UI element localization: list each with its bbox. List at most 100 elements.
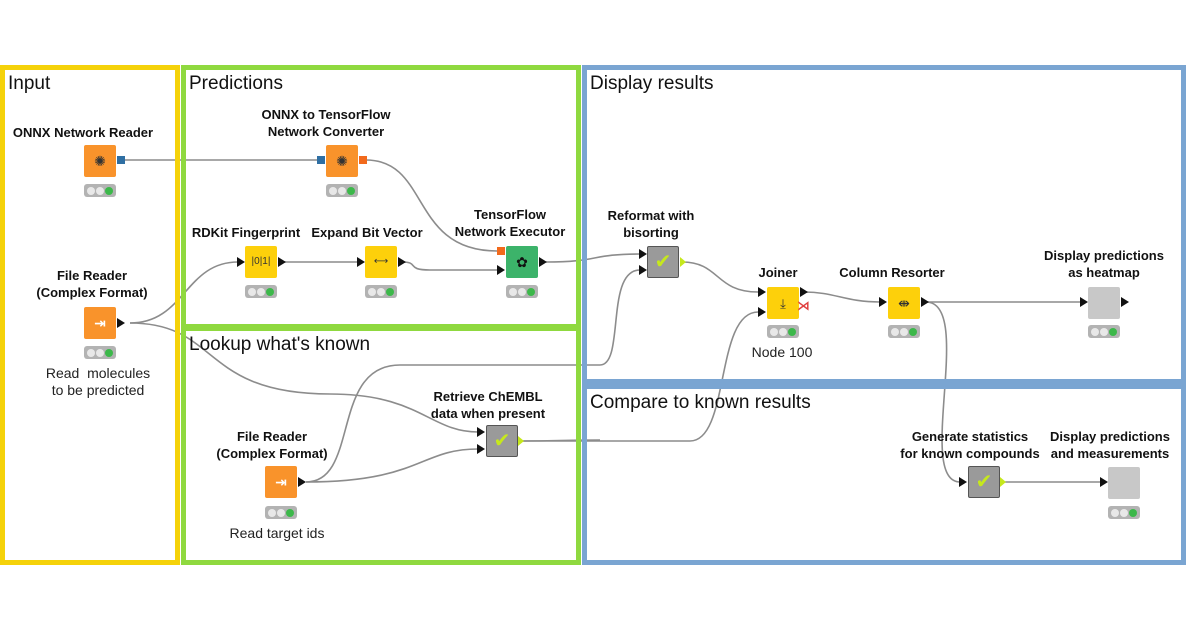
output-port[interactable] xyxy=(1121,297,1129,307)
node-label: Reformat with bisorting xyxy=(607,208,695,240)
input-port-network[interactable] xyxy=(497,247,505,255)
annotation-input[interactable]: Input xyxy=(0,65,180,565)
status-dot xyxy=(95,186,104,195)
input-port[interactable] xyxy=(879,297,887,307)
connection-targets-to-retrieve-chembl[interactable] xyxy=(305,448,479,483)
status-dot xyxy=(909,327,918,336)
connection-targets-to-reformat[interactable] xyxy=(305,269,641,483)
node-icon-box[interactable]: ⤓ xyxy=(767,287,799,319)
input-port[interactable] xyxy=(639,265,647,275)
node-icon-box[interactable]: |0|1| xyxy=(245,246,277,278)
annotation-compare[interactable]: Compare to known results xyxy=(582,384,1186,565)
status-dot xyxy=(247,287,256,296)
connection-retrieve-to-generate-stats[interactable] xyxy=(521,439,601,442)
status-dot xyxy=(276,508,285,517)
output-port[interactable] xyxy=(278,257,286,267)
output-port[interactable] xyxy=(298,477,306,487)
input-port[interactable] xyxy=(959,477,967,487)
node-icon-box[interactable]: ⇼ xyxy=(888,287,920,319)
output-port[interactable] xyxy=(398,257,406,267)
output-port[interactable] xyxy=(1000,477,1006,487)
joiner-icon: ⤓ xyxy=(780,295,786,311)
annotation-title: Input xyxy=(8,73,51,94)
input-port[interactable] xyxy=(357,257,365,267)
connection-executor-to-reformat[interactable] xyxy=(545,253,641,263)
status-dot xyxy=(527,287,536,296)
status-dot xyxy=(256,287,265,296)
status-dot xyxy=(1110,508,1119,517)
status-dot xyxy=(376,287,385,296)
status-traffic-light xyxy=(265,506,297,519)
bit-vector-icon: ⟷ xyxy=(373,256,389,267)
node-label: RDKit Fingerprint xyxy=(191,225,301,240)
output-port[interactable] xyxy=(539,257,547,267)
output-port[interactable] xyxy=(359,156,367,164)
output-port[interactable] xyxy=(680,257,686,267)
input-port-table[interactable] xyxy=(497,265,505,275)
output-port[interactable] xyxy=(518,436,524,446)
status-dot xyxy=(386,287,395,296)
status-dot xyxy=(890,327,899,336)
status-dot xyxy=(778,327,787,336)
checkmark-icon: ✔ xyxy=(493,430,511,452)
node-icon-box[interactable]: ⇥ xyxy=(84,307,116,339)
annotation-display[interactable]: Display results xyxy=(582,65,1186,384)
status-dot xyxy=(1090,327,1099,336)
connection-expand-to-executor[interactable] xyxy=(401,261,497,271)
output-port[interactable] xyxy=(921,297,929,307)
status-traffic-light xyxy=(767,325,799,338)
node-icon-box[interactable]: ✔ xyxy=(968,466,1000,498)
status-dot xyxy=(286,508,295,517)
connection-resorter-to-stats[interactable] xyxy=(925,301,961,483)
node-icon-box[interactable]: ⟷ xyxy=(365,246,397,278)
input-port[interactable] xyxy=(477,427,485,437)
output-port[interactable] xyxy=(800,287,808,297)
output-port[interactable] xyxy=(117,156,125,164)
connection-joiner-to-resorter[interactable] xyxy=(803,291,881,303)
status-dot xyxy=(1099,327,1108,336)
node-label: Column Resorter xyxy=(839,265,945,280)
input-port[interactable] xyxy=(1080,297,1088,307)
node-label: Retrieve ChEMBL data when present xyxy=(430,389,546,421)
node-icon-box[interactable] xyxy=(1088,287,1120,319)
annotation-lookup[interactable]: Lookup what's known xyxy=(181,326,581,565)
node-icon-box[interactable]: ✿ xyxy=(506,246,538,278)
status-traffic-light xyxy=(506,285,538,298)
node-icon-box[interactable]: ✔ xyxy=(647,246,679,278)
node-label: Joiner xyxy=(758,265,798,280)
input-port[interactable] xyxy=(758,307,766,317)
connection-reformat-to-joiner[interactable] xyxy=(681,261,759,293)
output-port[interactable] xyxy=(117,318,125,328)
fingerprint-icon: |0|1| xyxy=(251,256,271,267)
input-port[interactable] xyxy=(317,156,325,164)
annotation-title: Compare to known results xyxy=(590,392,811,413)
annotation-title: Predictions xyxy=(189,73,283,94)
status-traffic-light xyxy=(888,325,920,338)
input-port[interactable] xyxy=(237,257,245,267)
node-label: Display predictions and measurements xyxy=(1050,429,1170,461)
input-port[interactable] xyxy=(477,444,485,454)
node-icon-box[interactable]: ✔ xyxy=(486,425,518,457)
checkmark-icon: ✔ xyxy=(975,471,993,493)
tensorflow-icon: ✿ xyxy=(516,254,528,270)
annotation-title: Display results xyxy=(590,73,714,94)
status-dot xyxy=(1129,508,1138,517)
node-icon-box[interactable]: ✺ xyxy=(326,145,358,177)
connection-converter-to-executor[interactable] xyxy=(365,159,498,252)
status-dot xyxy=(105,348,114,357)
input-port[interactable] xyxy=(639,249,647,259)
status-traffic-light xyxy=(84,184,116,197)
annotation-title: Lookup what's known xyxy=(189,334,371,355)
node-icon-box[interactable]: ✺ xyxy=(84,145,116,177)
input-port[interactable] xyxy=(1100,477,1108,487)
node-icon-box[interactable] xyxy=(1108,467,1140,499)
node-label: File Reader (Complex Format) xyxy=(216,429,328,461)
status-dot xyxy=(899,327,908,336)
node-icon-box[interactable]: ⇥ xyxy=(265,466,297,498)
status-traffic-light xyxy=(326,184,358,197)
input-port[interactable] xyxy=(758,287,766,297)
status-dot xyxy=(769,327,778,336)
node-label: Generate statistics for known compounds xyxy=(900,429,1040,461)
status-traffic-light xyxy=(365,285,397,298)
